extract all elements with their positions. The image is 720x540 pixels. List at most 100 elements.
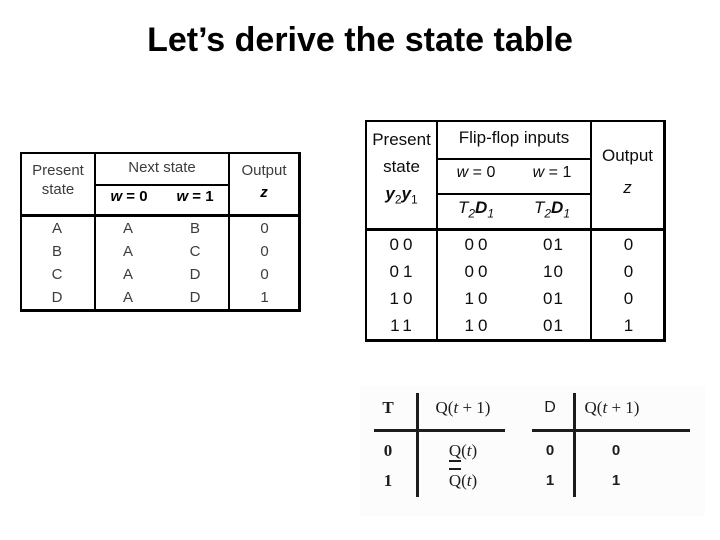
table-row: D A D 1 — [20, 286, 301, 309]
cell-w1: 10 — [543, 262, 564, 281]
cell-output-z: 0 — [260, 243, 269, 260]
excitation-table-header-separator — [365, 228, 666, 231]
cell-next-w0: A — [122, 243, 133, 260]
t2d1-header: T2D1 — [533, 198, 571, 221]
w0-header: w = 0 — [456, 164, 496, 181]
excitation-table-present-header: Present state y2y1 — [367, 126, 436, 213]
table-row: 01 00 10 0 — [365, 258, 666, 285]
cell-present: A — [51, 220, 62, 237]
state-table-present-header: Present state — [22, 161, 94, 199]
cell-next-w1: C — [189, 243, 201, 260]
state-table-divider-col2 — [228, 152, 230, 312]
cell-present: B — [51, 243, 62, 260]
excitation-table-border-bottom — [365, 339, 666, 342]
cell-output-z: 1 — [623, 316, 634, 335]
state-table-border-left — [20, 152, 22, 312]
cell-output-z: 0 — [623, 235, 634, 254]
cell-output-z: 0 — [623, 289, 634, 308]
cell-w1: 01 — [543, 316, 564, 335]
excitation-table: Present state y2y1 Flip-flop inputs w = … — [365, 120, 666, 342]
d-table-vertical-rule — [573, 393, 576, 497]
t-input-header: T — [382, 398, 394, 417]
cell-present: 01 — [389, 262, 417, 281]
output-label: Output — [601, 146, 654, 165]
cell-next-w0: A — [122, 220, 133, 237]
state-table-body: A A B 0 B A C 0 C A D 0 D A D 1 — [20, 217, 301, 309]
d-next-state-header: Q(t + 1) — [584, 398, 640, 417]
cell-output-z: 0 — [260, 266, 269, 283]
cell-w0: 00 — [464, 235, 492, 254]
cell-present: 00 — [389, 235, 417, 254]
state-table-border-bottom — [20, 309, 301, 312]
state-table-header-separator — [20, 214, 301, 217]
d-row1-next-state: 1 — [611, 472, 621, 489]
d-row0-next-state: 0 — [611, 442, 621, 459]
present-label-line2: state — [383, 157, 420, 176]
excitation-table-divider-col1 — [436, 120, 438, 342]
cell-output-z: 1 — [260, 289, 269, 306]
flipflop-inputs-header: Flip-flop inputs — [458, 128, 570, 147]
flipflop-characteristics-figure: T Q(t + 1) 0 Q(t) 1 Q(t) D Q(t + 1) 0 0 … — [360, 386, 705, 516]
present-label-line2: state — [41, 181, 75, 198]
cell-present: 11 — [390, 316, 416, 335]
z-label: z — [260, 184, 268, 201]
present-label-line1: Present — [32, 162, 84, 179]
w0-header: w = 0 — [110, 188, 148, 205]
state-table-nextstate-header: Next state — [128, 159, 196, 176]
cell-next-w0: A — [122, 266, 133, 283]
cell-w1: 01 — [543, 235, 564, 254]
cell-w0: 10 — [464, 316, 492, 335]
state-table-border-top — [20, 152, 301, 154]
present-label-line1: Present — [372, 130, 431, 149]
state-table-nextstate-underline — [96, 184, 228, 186]
output-label: Output — [241, 162, 287, 179]
excitation-table-output-header: Output z — [592, 146, 663, 198]
state-table-divider-col1 — [94, 152, 96, 312]
cell-w1: 01 — [543, 289, 564, 308]
cell-present: D — [51, 289, 63, 306]
w1-header: w = 1 — [532, 164, 572, 181]
table-row: B A C 0 — [20, 240, 301, 263]
excitation-table-border-top — [365, 120, 666, 122]
d-table-horizontal-rule — [532, 429, 690, 432]
excitation-table-border-right — [663, 120, 666, 342]
table-row: 11 10 01 1 — [365, 312, 666, 339]
cell-present: 10 — [389, 289, 417, 308]
t-table-horizontal-rule — [374, 429, 505, 432]
z-label: z — [623, 178, 632, 197]
t-row1-input: 1 — [383, 471, 393, 490]
cell-present: C — [51, 266, 63, 283]
w-row-underline — [438, 193, 590, 195]
cell-next-w1: B — [189, 220, 200, 237]
t-row0-input: 0 — [383, 441, 393, 460]
table-row: C A D 0 — [20, 263, 301, 286]
excitation-table-divider-col2 — [590, 120, 592, 342]
table-row: 00 00 01 0 — [365, 231, 666, 258]
t-next-state-header: Q(t + 1) — [435, 398, 491, 417]
state-table-output-header: Output z — [230, 161, 298, 202]
state-table-border-right — [298, 152, 301, 312]
cell-w0: 00 — [464, 262, 492, 281]
d-row1-input: 1 — [545, 472, 555, 489]
cell-next-w1: D — [189, 289, 201, 306]
cell-output-z: 0 — [260, 220, 269, 237]
cell-next-w1: D — [189, 266, 201, 283]
ffinputs-underline — [438, 158, 590, 160]
page-title: Let’s derive the state table — [147, 21, 573, 59]
d-input-header: D — [544, 399, 556, 416]
excitation-table-border-left — [365, 120, 367, 342]
t-row0-next-state: Q(t) — [448, 441, 478, 462]
cell-output-z: 0 — [623, 262, 634, 281]
excitation-table-body: 00 00 01 0 01 00 10 0 10 10 01 0 11 10 0… — [365, 231, 666, 339]
cell-next-w0: A — [122, 289, 133, 306]
state-variables-label: y2y1 — [385, 184, 418, 207]
t-table-vertical-rule — [416, 393, 419, 497]
w1-header: w = 1 — [176, 188, 214, 205]
state-table-w-header: w = 0 w = 1 — [96, 188, 228, 205]
excitation-table-w-header: w = 0 w = 1 — [438, 164, 590, 182]
d-row0-input: 0 — [545, 442, 555, 459]
cell-w0: 10 — [464, 289, 492, 308]
t-row1-next-state-complement: Q(t) — [417, 468, 509, 490]
t2d1-header: T2D1 — [457, 198, 495, 221]
